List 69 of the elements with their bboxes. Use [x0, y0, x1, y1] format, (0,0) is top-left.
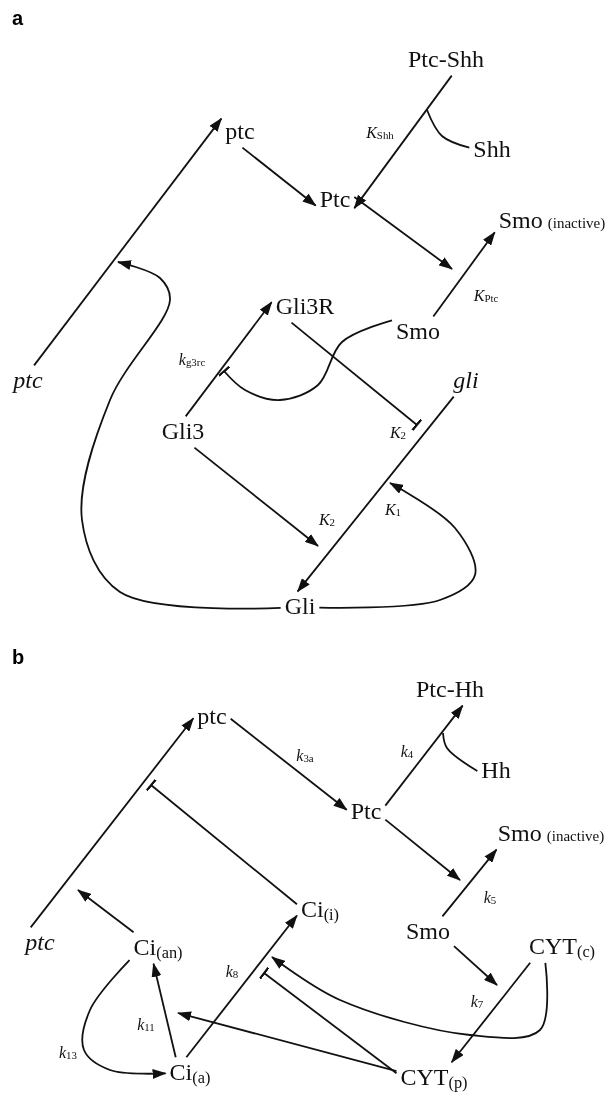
rate-constant-label: K$_{Ptc}$: [472, 287, 500, 305]
arrow: [450, 961, 532, 1064]
inhibition-line: [290, 321, 423, 431]
arrow: [185, 914, 298, 1059]
molecule-label: ptc: [195, 703, 229, 731]
molecule-label: Smo: [497, 821, 542, 847]
molecule-label: Gli3: [159, 418, 207, 446]
rate-constant-label: K$_{Shh}$: [365, 124, 395, 142]
arrow: [193, 446, 319, 547]
molecule-label: Ci$_{(a)}$: [167, 1059, 213, 1087]
rate-constant-label: k$_{8}$: [224, 963, 240, 981]
rate-constant-label: K$_{1}$: [383, 501, 403, 519]
molecule-label: gli: [451, 367, 481, 395]
arrow: [271, 956, 549, 1039]
arrow: [353, 74, 453, 210]
molecule-label: Smo: [404, 918, 452, 946]
arrow: [296, 395, 455, 593]
rate-constant-label: k$_{3a}$: [295, 747, 315, 765]
molecule-label: Gli3R: [273, 293, 337, 321]
rate-constant-label: k$_{4}$: [399, 743, 415, 761]
arrow: [432, 231, 496, 318]
arrow: [29, 717, 195, 929]
inhibition-line: [218, 319, 393, 401]
arrow: [229, 717, 348, 811]
molecule-label: Shh: [471, 136, 513, 164]
molecule-label: Ptc: [317, 186, 353, 214]
rate-constant-label: k$_{11}$: [136, 1016, 156, 1034]
arrow: [33, 117, 223, 367]
rate-constant-label: k$_{7}$: [469, 993, 485, 1011]
arrow: [384, 704, 464, 807]
arrow: [353, 196, 453, 270]
state-note: (inactive): [547, 216, 606, 233]
molecule-label: CYT$_{(c)}$: [526, 933, 598, 961]
molecule-label: Hh: [479, 757, 513, 785]
molecule-label: CYT$_{(p)}$: [398, 1064, 470, 1092]
connector-line: [442, 732, 479, 772]
arrow: [80, 260, 282, 610]
molecule-label: Smo: [498, 208, 543, 234]
molecule-label: Ci$_{(an)}$: [131, 934, 185, 962]
arrow: [453, 945, 498, 986]
rate-constant-label: K$_{2}$: [317, 511, 337, 529]
molecule-label: Ptc-Shh: [406, 46, 486, 74]
arrow: [177, 1011, 398, 1072]
molecule-label: Ptc: [348, 798, 384, 826]
panel-label: b: [12, 647, 25, 667]
arrow: [318, 482, 477, 609]
molecule-label: ptc: [223, 118, 257, 146]
molecule-label: Gli: [282, 593, 318, 621]
rate-constant-label: K$_{2}$: [388, 424, 408, 442]
arrow: [241, 146, 317, 207]
inhibition-line: [259, 966, 398, 1075]
connector-line: [426, 109, 471, 149]
arrow: [77, 889, 135, 934]
arrow: [384, 818, 461, 881]
molecule-label: ptc: [11, 367, 45, 395]
rate-constant-label: k$_{13}$: [58, 1044, 78, 1062]
arrow: [151, 962, 177, 1059]
panel-label: a: [12, 8, 24, 28]
inhibition-line: [145, 779, 298, 906]
molecule-label: Smo: [394, 318, 442, 346]
arrow: [441, 848, 498, 918]
molecule-label: Ci$_{(i)}$: [298, 896, 342, 924]
arrow: [81, 959, 167, 1079]
rate-constant-label: k$_{5}$: [482, 889, 498, 907]
molecule-label: ptc: [23, 929, 57, 957]
arrow: [184, 301, 273, 418]
molecule-label: Ptc-Hh: [414, 676, 486, 704]
rate-constant-label: k$_{g3rc}$: [177, 351, 207, 369]
state-note: (inactive): [546, 829, 605, 846]
